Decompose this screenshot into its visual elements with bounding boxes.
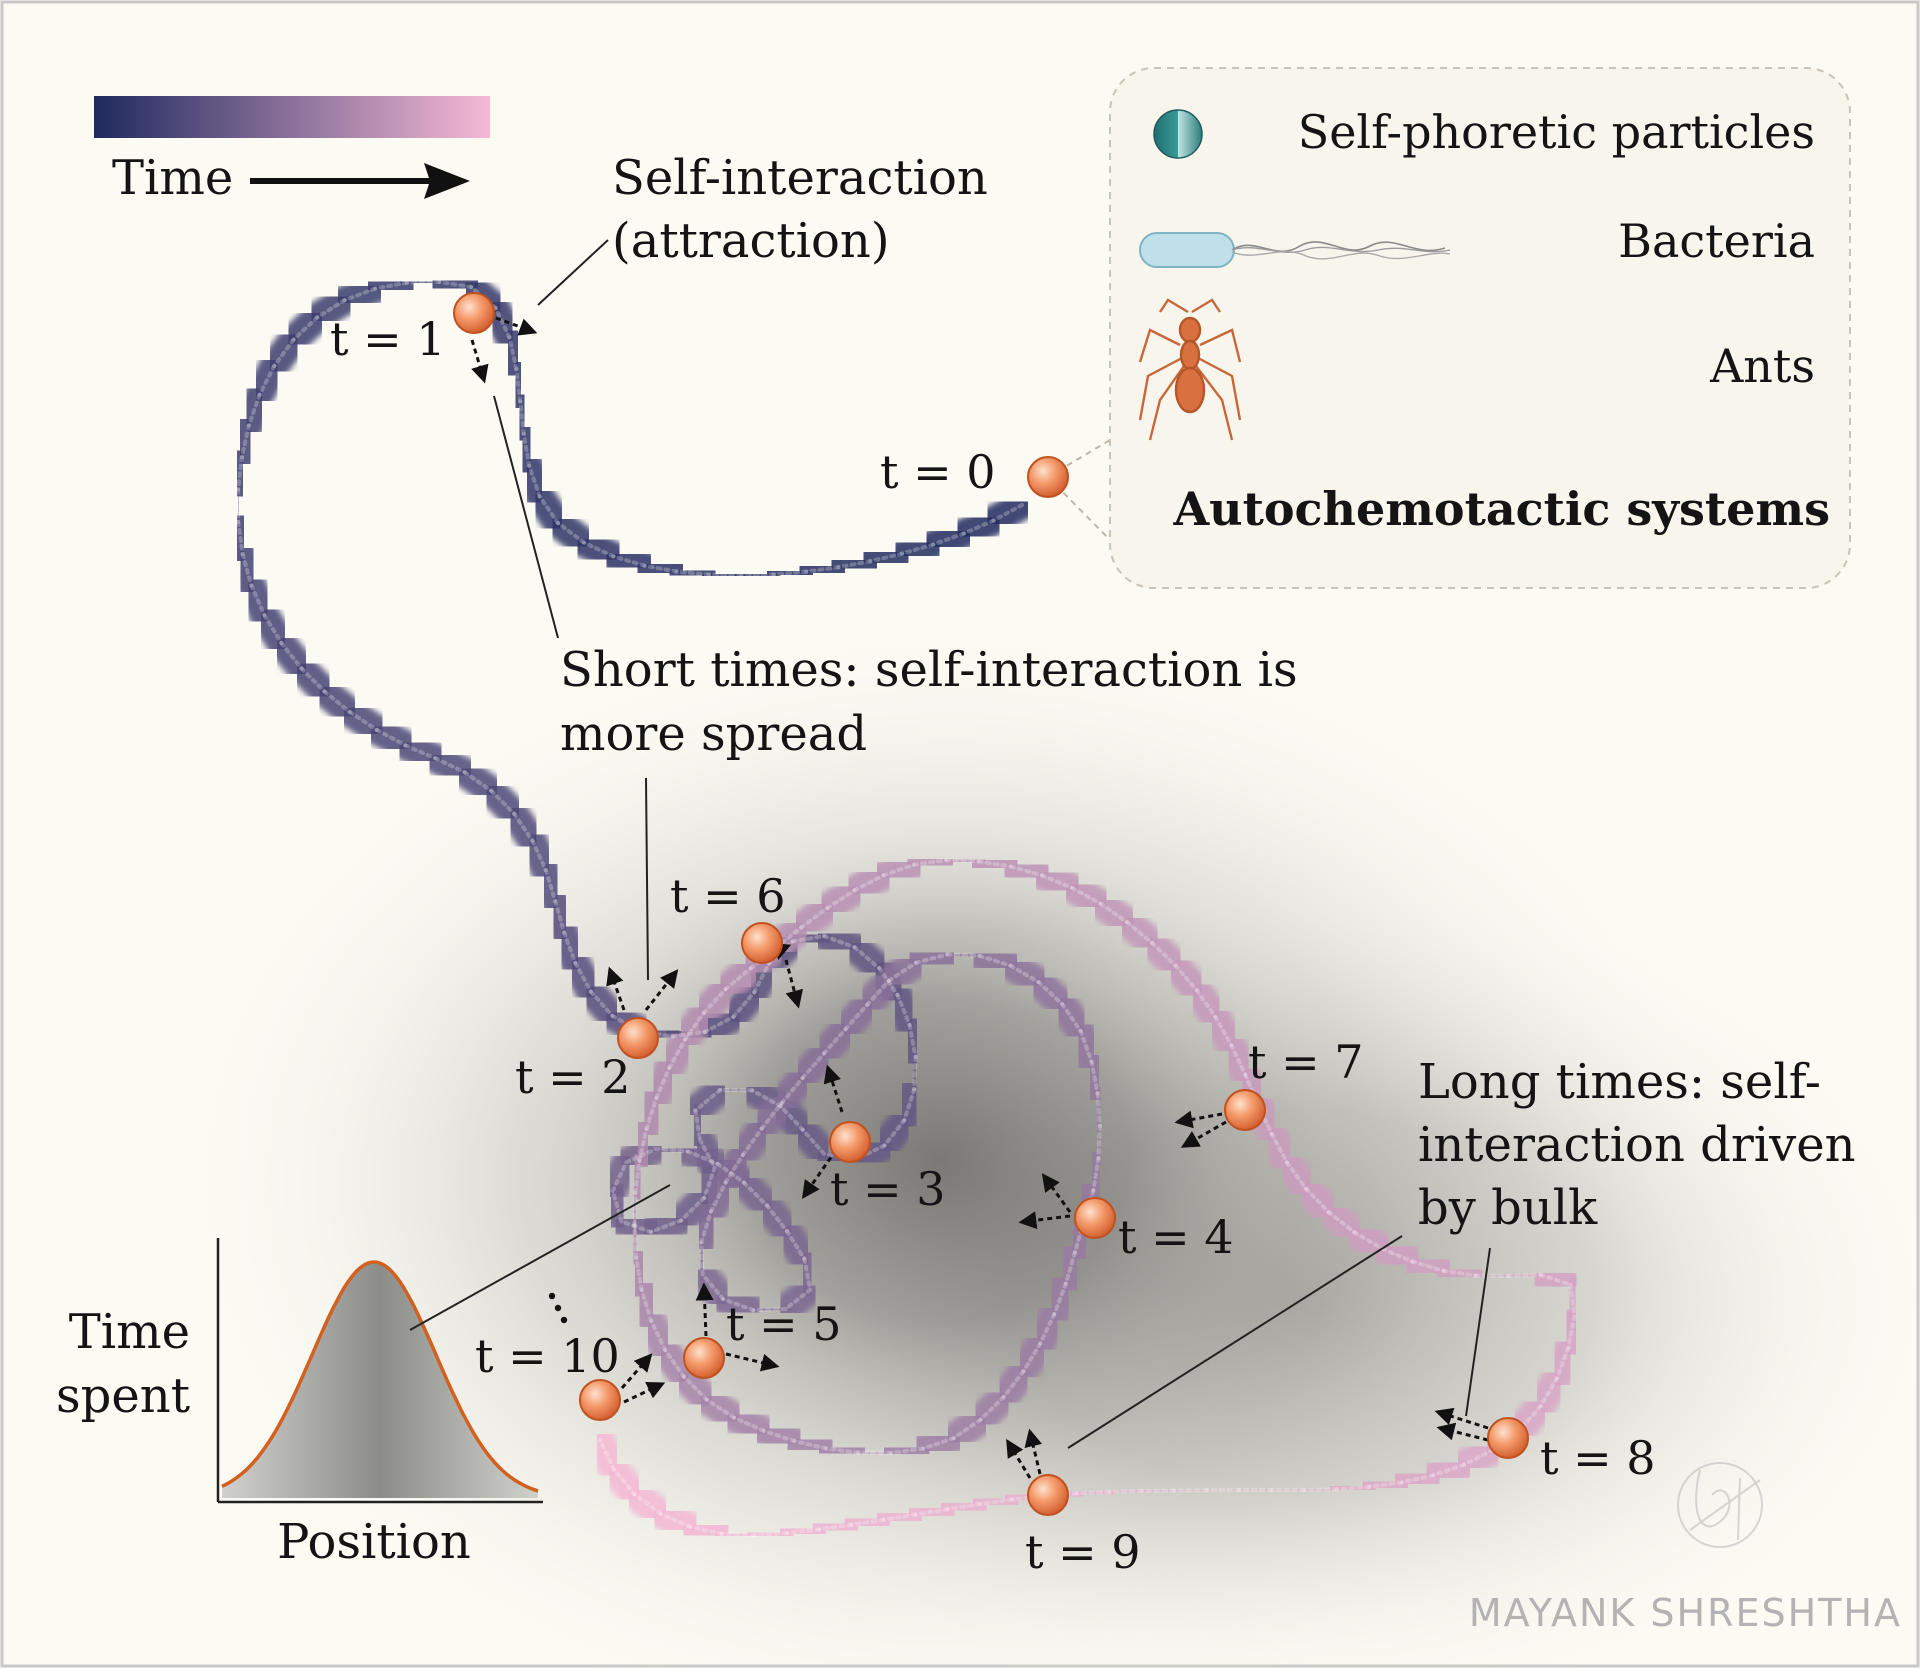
annotation-self-interaction-line2: (attraction) xyxy=(612,213,890,269)
time-label-t1: t = 1 xyxy=(330,312,446,366)
time-label-t0: t = 0 xyxy=(880,445,996,499)
legend-item-particles: Self-phoretic particles xyxy=(1298,105,1815,159)
inset-x-label: Position xyxy=(277,1514,471,1570)
legend-box: Self-phoretic particles Bacteria Ants Au… xyxy=(1048,68,1850,588)
particle-t6 xyxy=(742,923,782,963)
annotation-long-times-line2: interaction driven xyxy=(1418,1117,1856,1173)
inset-y-label-line1: Time xyxy=(69,1304,190,1360)
time-label-t10: t = 10 xyxy=(475,1329,620,1383)
time-label-t7: t = 7 xyxy=(1248,1035,1364,1089)
particle-t8 xyxy=(1488,1418,1528,1458)
time-bar-label: Time xyxy=(112,150,233,206)
time-label-t5: t = 5 xyxy=(726,1297,842,1351)
legend-item-ants: Ants xyxy=(1709,339,1815,393)
particle-t1 xyxy=(454,293,494,333)
annotation-short-times-line2: more spread xyxy=(560,706,867,762)
annotation-long-times-line3: by bulk xyxy=(1418,1180,1598,1236)
watermark-text: MAYANK SHRESHTHA xyxy=(1469,1591,1902,1635)
annotation-self-interaction-line1: Self-interaction xyxy=(612,150,988,206)
particle-t9 xyxy=(1028,1475,1068,1515)
inset-y-label-line2: spent xyxy=(56,1368,190,1424)
particle-t3 xyxy=(830,1122,870,1162)
time-label-t9: t = 9 xyxy=(1025,1525,1141,1579)
legend-item-bacteria: Bacteria xyxy=(1618,214,1815,268)
time-label-t8: t = 8 xyxy=(1540,1431,1656,1485)
annotation-long-times-line1: Long times: self- xyxy=(1418,1054,1821,1110)
particle-t7 xyxy=(1225,1090,1265,1130)
legend-heading: Autochemotactic systems xyxy=(1172,482,1830,536)
janus-particle-icon xyxy=(1154,110,1202,158)
annotation-short-times-line1: Short times: self-interaction is xyxy=(560,642,1298,698)
particle-t4 xyxy=(1075,1198,1115,1238)
time-colorbar xyxy=(94,96,490,138)
particle-t10 xyxy=(580,1380,620,1420)
particle-t5 xyxy=(684,1338,724,1378)
particle-t0 xyxy=(1028,457,1068,497)
time-label-t6: t = 6 xyxy=(670,869,786,923)
time-label-t4: t = 4 xyxy=(1118,1210,1234,1264)
time-label-t3: t = 3 xyxy=(830,1162,946,1216)
time-label-t2: t = 2 xyxy=(515,1050,631,1104)
